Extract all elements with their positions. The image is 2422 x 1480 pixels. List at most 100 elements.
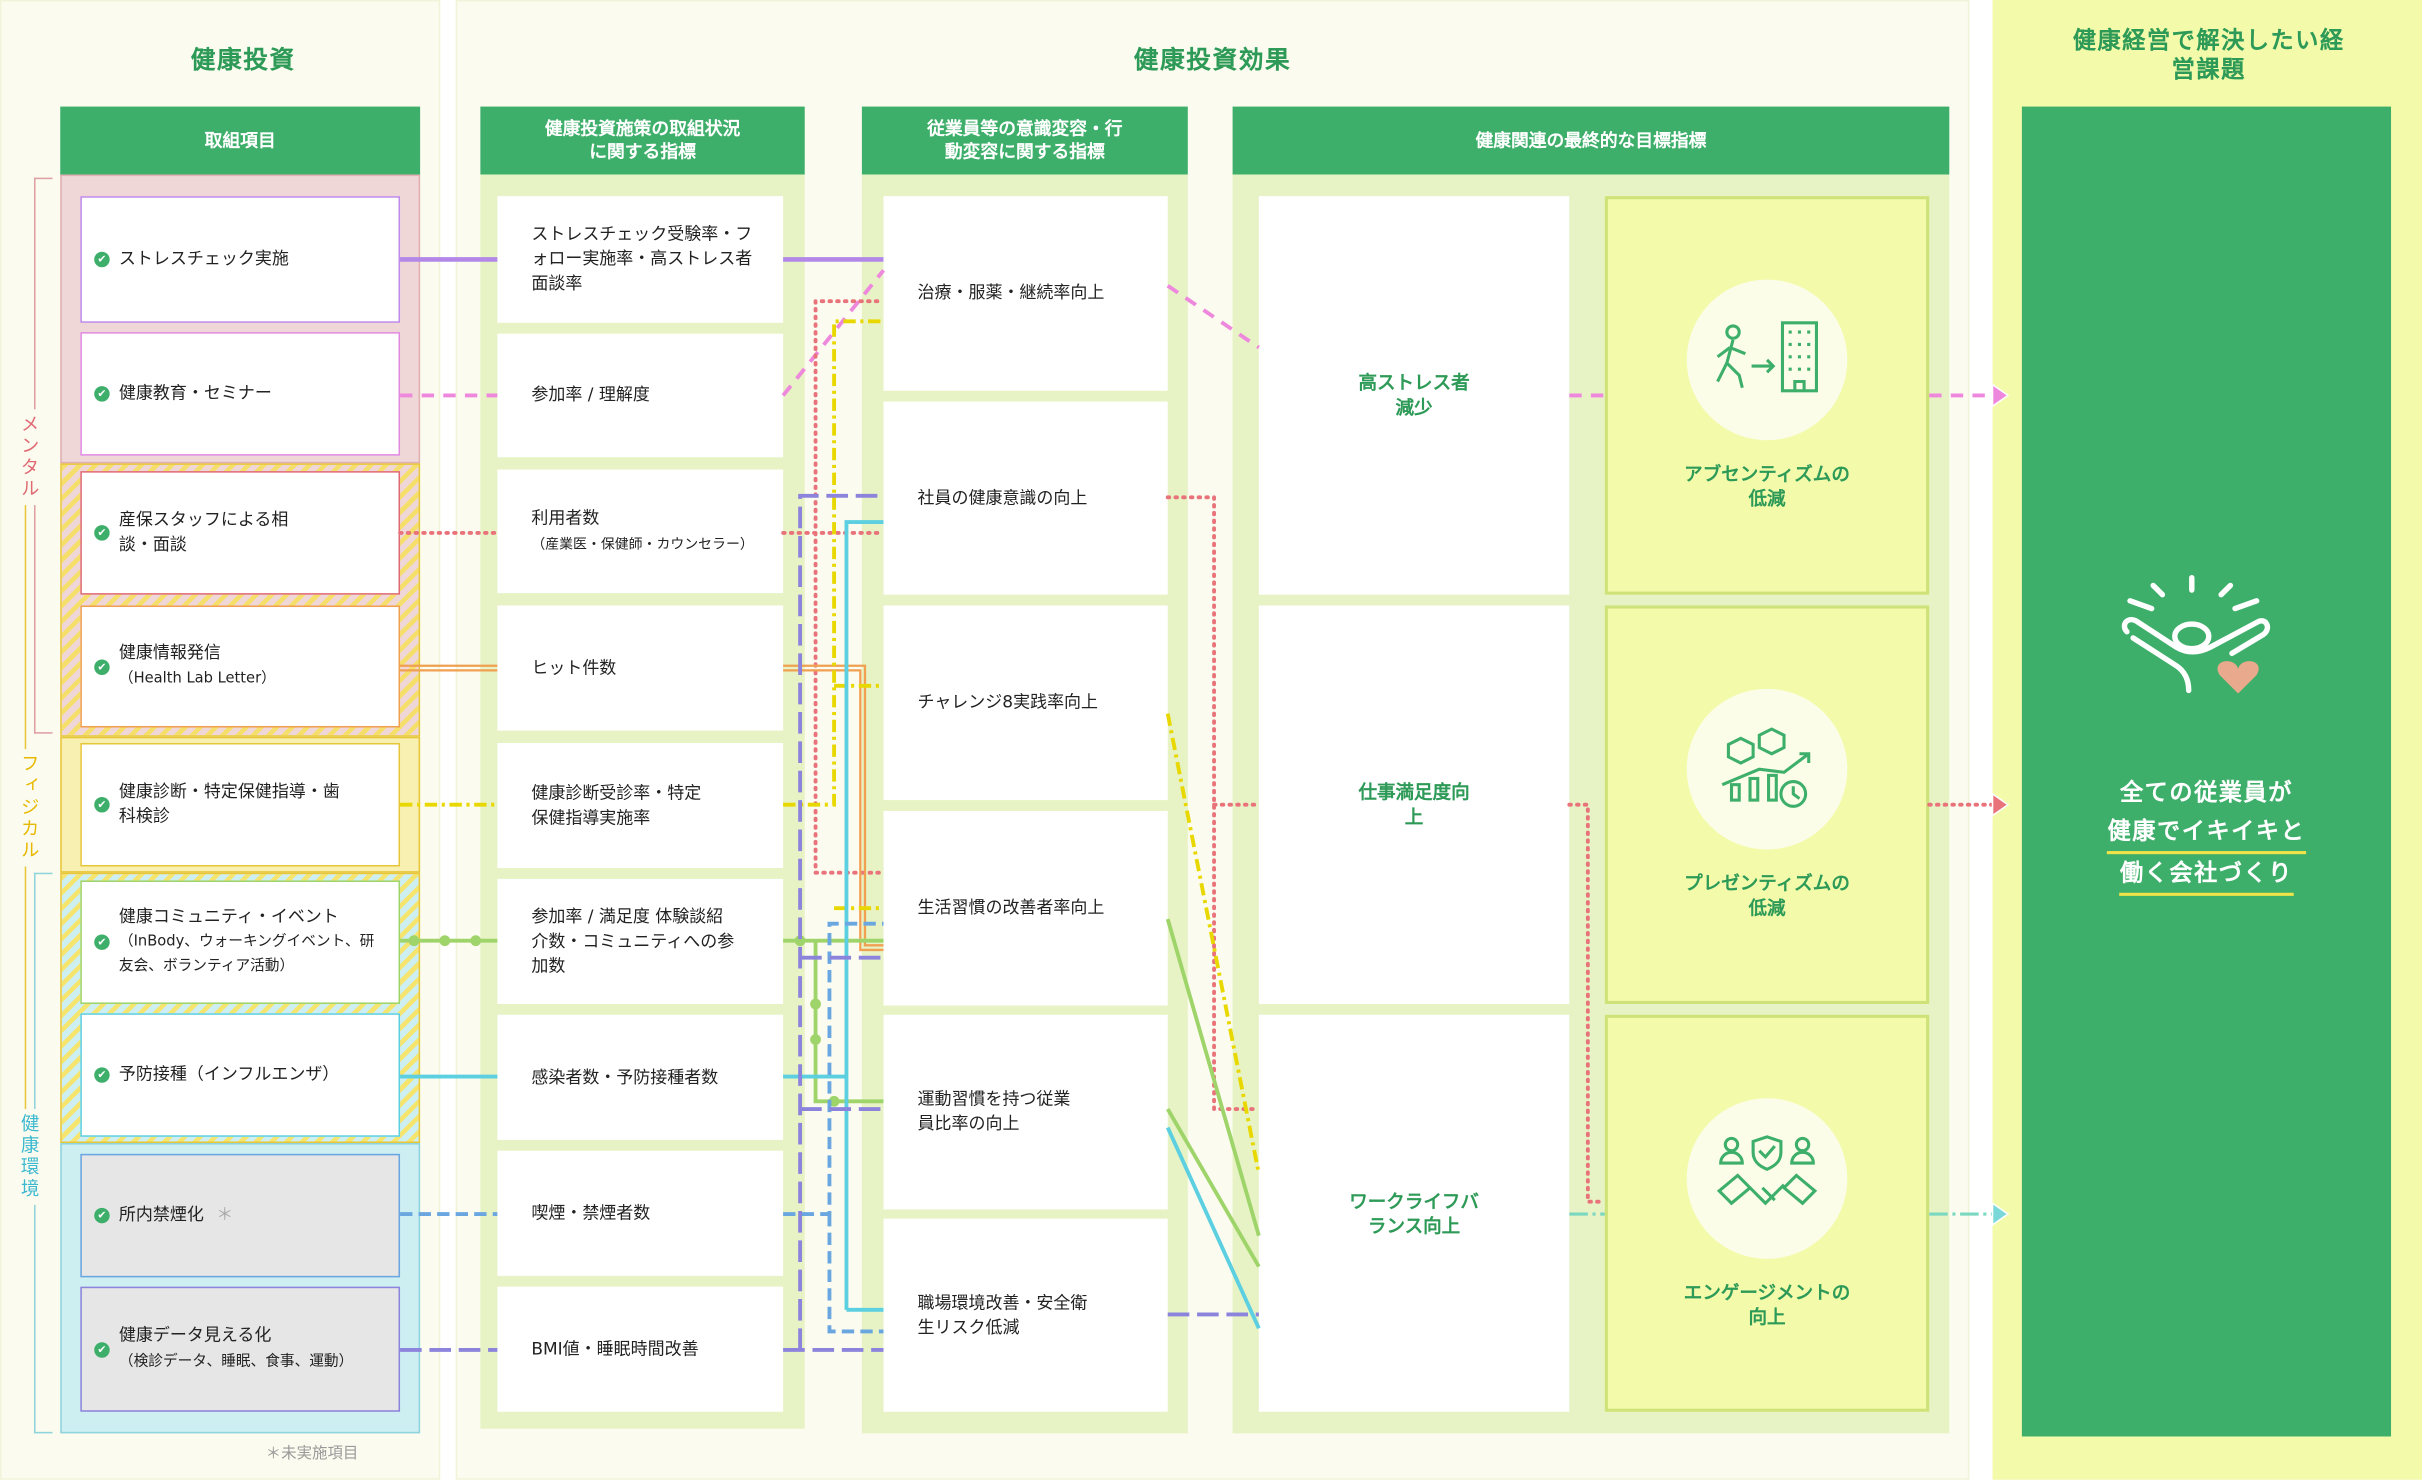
goal-label: 仕事満足度向上 (1358, 781, 1470, 828)
productivity-chart-icon (1686, 688, 1848, 850)
metric-sub: （産業医・保健師・カウンセラー） (531, 536, 754, 553)
initiative-label: 予防接種（インフルエンザ） (118, 1064, 340, 1085)
header-initiatives: 取組項目 (60, 106, 421, 175)
check-icon: ✔ (94, 658, 110, 675)
initiative-sub: （InBody、ウォーキングイベント、研友会、ボランティア活動） (118, 932, 375, 975)
category-physical: フィジカル (16, 749, 44, 867)
outcome-label: プレゼンティズムの低減 (1684, 872, 1850, 920)
vision-line-1: 全ての従業員が (2119, 778, 2293, 807)
section-title-management: 健康経営で解決したい経営課題 (2072, 26, 2345, 84)
metric-label: ストレスチェック受験率・フォロー実施率・高ストレス者面談率 (531, 223, 753, 294)
arrow-absenteeism (1991, 383, 2010, 408)
initiative-item: ✔ 健康教育・セミナー (80, 332, 401, 456)
metric-item: 利用者数 （産業医・保健師・カウンセラー） (497, 469, 784, 594)
initiative-sub: （Health Lab Letter） (118, 670, 276, 688)
header-behavior-metrics: 従業員等の意識変容・行動変容に関する指標 (861, 106, 1188, 175)
check-icon: ✔ (94, 1341, 110, 1357)
connector-vaccination (400, 520, 1261, 1330)
initiative-item: ✔ 予防接種（インフルエンザ） (80, 1013, 401, 1137)
check-icon: ✔ (94, 386, 110, 402)
metric-label: 参加率 / 理解度 (531, 384, 650, 405)
connector-education (400, 269, 1993, 398)
connector-smoking (400, 921, 884, 1334)
outcome-label: アブセンティズムの低減 (1684, 463, 1850, 510)
vision-line-3: 働く会社づくり (2119, 854, 2293, 896)
connector-health-info (400, 664, 884, 952)
header-investment-metrics: 健康投資施策の取組状況に関する指標 (480, 106, 805, 175)
initiative-label: 健康コミュニティ・イベント (118, 906, 339, 927)
check-icon: ✔ (94, 525, 110, 541)
vision-text: 全ての従業員が 健康でイキイキと 働く会社づくり (2022, 774, 2391, 896)
goal-label: ワークライフバランス向上 (1349, 1190, 1479, 1237)
behavior-item: 生活習慣の改善者率向上 (883, 810, 1168, 1006)
metric-label: 喫煙・禁煙者数 (531, 1202, 651, 1223)
check-icon: ✔ (94, 797, 110, 813)
initiative-label: 所内禁煙化 (118, 1204, 204, 1225)
check-icon: ✔ (94, 251, 110, 268)
connector-health-data (400, 493, 1259, 1352)
cheering-person-icon (2121, 574, 2271, 694)
outcome-absenteeism: アブセンティズムの低減 (1604, 196, 1930, 595)
check-icon: ✔ (94, 1067, 110, 1083)
check-icon: ✔ (94, 934, 110, 950)
metric-label: ヒット件数 (531, 657, 617, 678)
behavior-item: 職場環境改善・安全衛生リスク低減 (883, 1218, 1168, 1412)
initiative-label: 健康教育・セミナー (118, 383, 272, 404)
behavior-item: チャレンジ8実践率向上 (883, 605, 1168, 801)
behavior-label: 社員の健康意識の向上 (917, 487, 1088, 508)
section-title-effects: 健康投資効果 (1133, 44, 1292, 75)
connector-consultation (398, 299, 1995, 1204)
check-icon: ✔ (94, 1207, 110, 1224)
metric-item: 感染者数・予防接種者数 (497, 1014, 784, 1140)
outcome-presenteeism: プレゼンティズムの低減 (1604, 605, 1930, 1004)
metric-label: 健康診断受診率・特定保健指導実施率 (531, 782, 702, 828)
handshake-shield-icon (1686, 1097, 1848, 1259)
metric-item: 参加率 / 満足度 体験談紹介数・コミュニティへの参加数 (497, 878, 784, 1004)
vision-box: 全ての従業員が 健康でイキイキと 働く会社づくり (2021, 106, 2392, 1437)
initiative-label: 健康データ見える化 (118, 1325, 272, 1346)
behavior-label: 運動習慣を持つ従業員比率の向上 (917, 1088, 1071, 1134)
metric-label: 感染者数・予防接種者数 (531, 1066, 719, 1087)
behavior-label: 生活習慣の改善者率向上 (917, 897, 1105, 918)
metric-item: BMI値・睡眠時間改善 (497, 1286, 784, 1412)
category-mental: メンタル (16, 409, 44, 506)
initiative-sub: （検診データ、睡眠、食事、運動） (118, 1353, 354, 1371)
outcome-engagement: エンゲージメントの向上 (1604, 1014, 1930, 1412)
metric-item: 喫煙・禁煙者数 (497, 1150, 784, 1276)
metric-item: ストレスチェック受験率・フォロー実施率・高ストレス者面談率 (497, 196, 784, 323)
metric-item: ヒット件数 (497, 605, 784, 731)
metric-label: 利用者数 (531, 507, 600, 528)
category-environment: 健康環境 (16, 1109, 44, 1205)
walking-to-office-icon (1686, 279, 1848, 441)
initiative-item: ✔ ストレスチェック実施 (80, 196, 401, 323)
initiative-item: ✔ 所内禁煙化 ＊ (80, 1153, 401, 1278)
footnote: ＊未実施項目 (265, 1445, 359, 1463)
connector-checkup (400, 319, 1261, 1175)
initiative-label: ストレスチェック実施 (118, 248, 289, 269)
initiative-label: 産保スタッフによる相談・面談 (118, 509, 289, 555)
behavior-item: 運動習慣を持つ従業員比率の向上 (883, 1014, 1168, 1210)
goal-label: 高ストレス者減少 (1358, 372, 1470, 419)
outcome-label: エンゲージメントの向上 (1683, 1281, 1851, 1328)
initiative-label: 健康診断・特定保健指導・歯科検診 (118, 781, 340, 827)
goal-item: ワークライフバランス向上 (1258, 1014, 1570, 1412)
behavior-item: 治療・服薬・継続率向上 (883, 196, 1168, 391)
heart-icon (2217, 661, 2259, 694)
initiative-item: ✔ 健康診断・特定保健指導・歯科検診 (80, 742, 401, 867)
behavior-item: 社員の健康意識の向上 (883, 401, 1168, 595)
section-title-investment: 健康投資 (190, 44, 296, 75)
arrow-presenteeism (1991, 792, 2010, 818)
initiative-item: ✔ 健康コミュニティ・イベント （InBody、ウォーキングイベント、研友会、ボラン… (80, 880, 401, 1004)
goal-item: 高ストレス者減少 (1258, 196, 1570, 595)
metric-label: 参加率 / 満足度 体験談紹介数・コミュニティへの参加数 (531, 905, 735, 976)
behavior-label: 治療・服薬・継続率向上 (917, 282, 1105, 303)
behavior-label: 職場環境改善・安全衛生リスク低減 (917, 1292, 1088, 1337)
vision-line-2: 健康でイキイキと (2107, 812, 2306, 855)
initiative-item: ✔ 健康情報発信 （Health Lab Letter） (80, 605, 401, 728)
not-implemented-mark: ＊ (216, 1204, 234, 1225)
metric-item: 健康診断受診率・特定保健指導実施率 (497, 742, 784, 869)
metric-item: 参加率 / 理解度 (497, 333, 784, 458)
initiative-label: 健康情報発信 (118, 642, 221, 663)
